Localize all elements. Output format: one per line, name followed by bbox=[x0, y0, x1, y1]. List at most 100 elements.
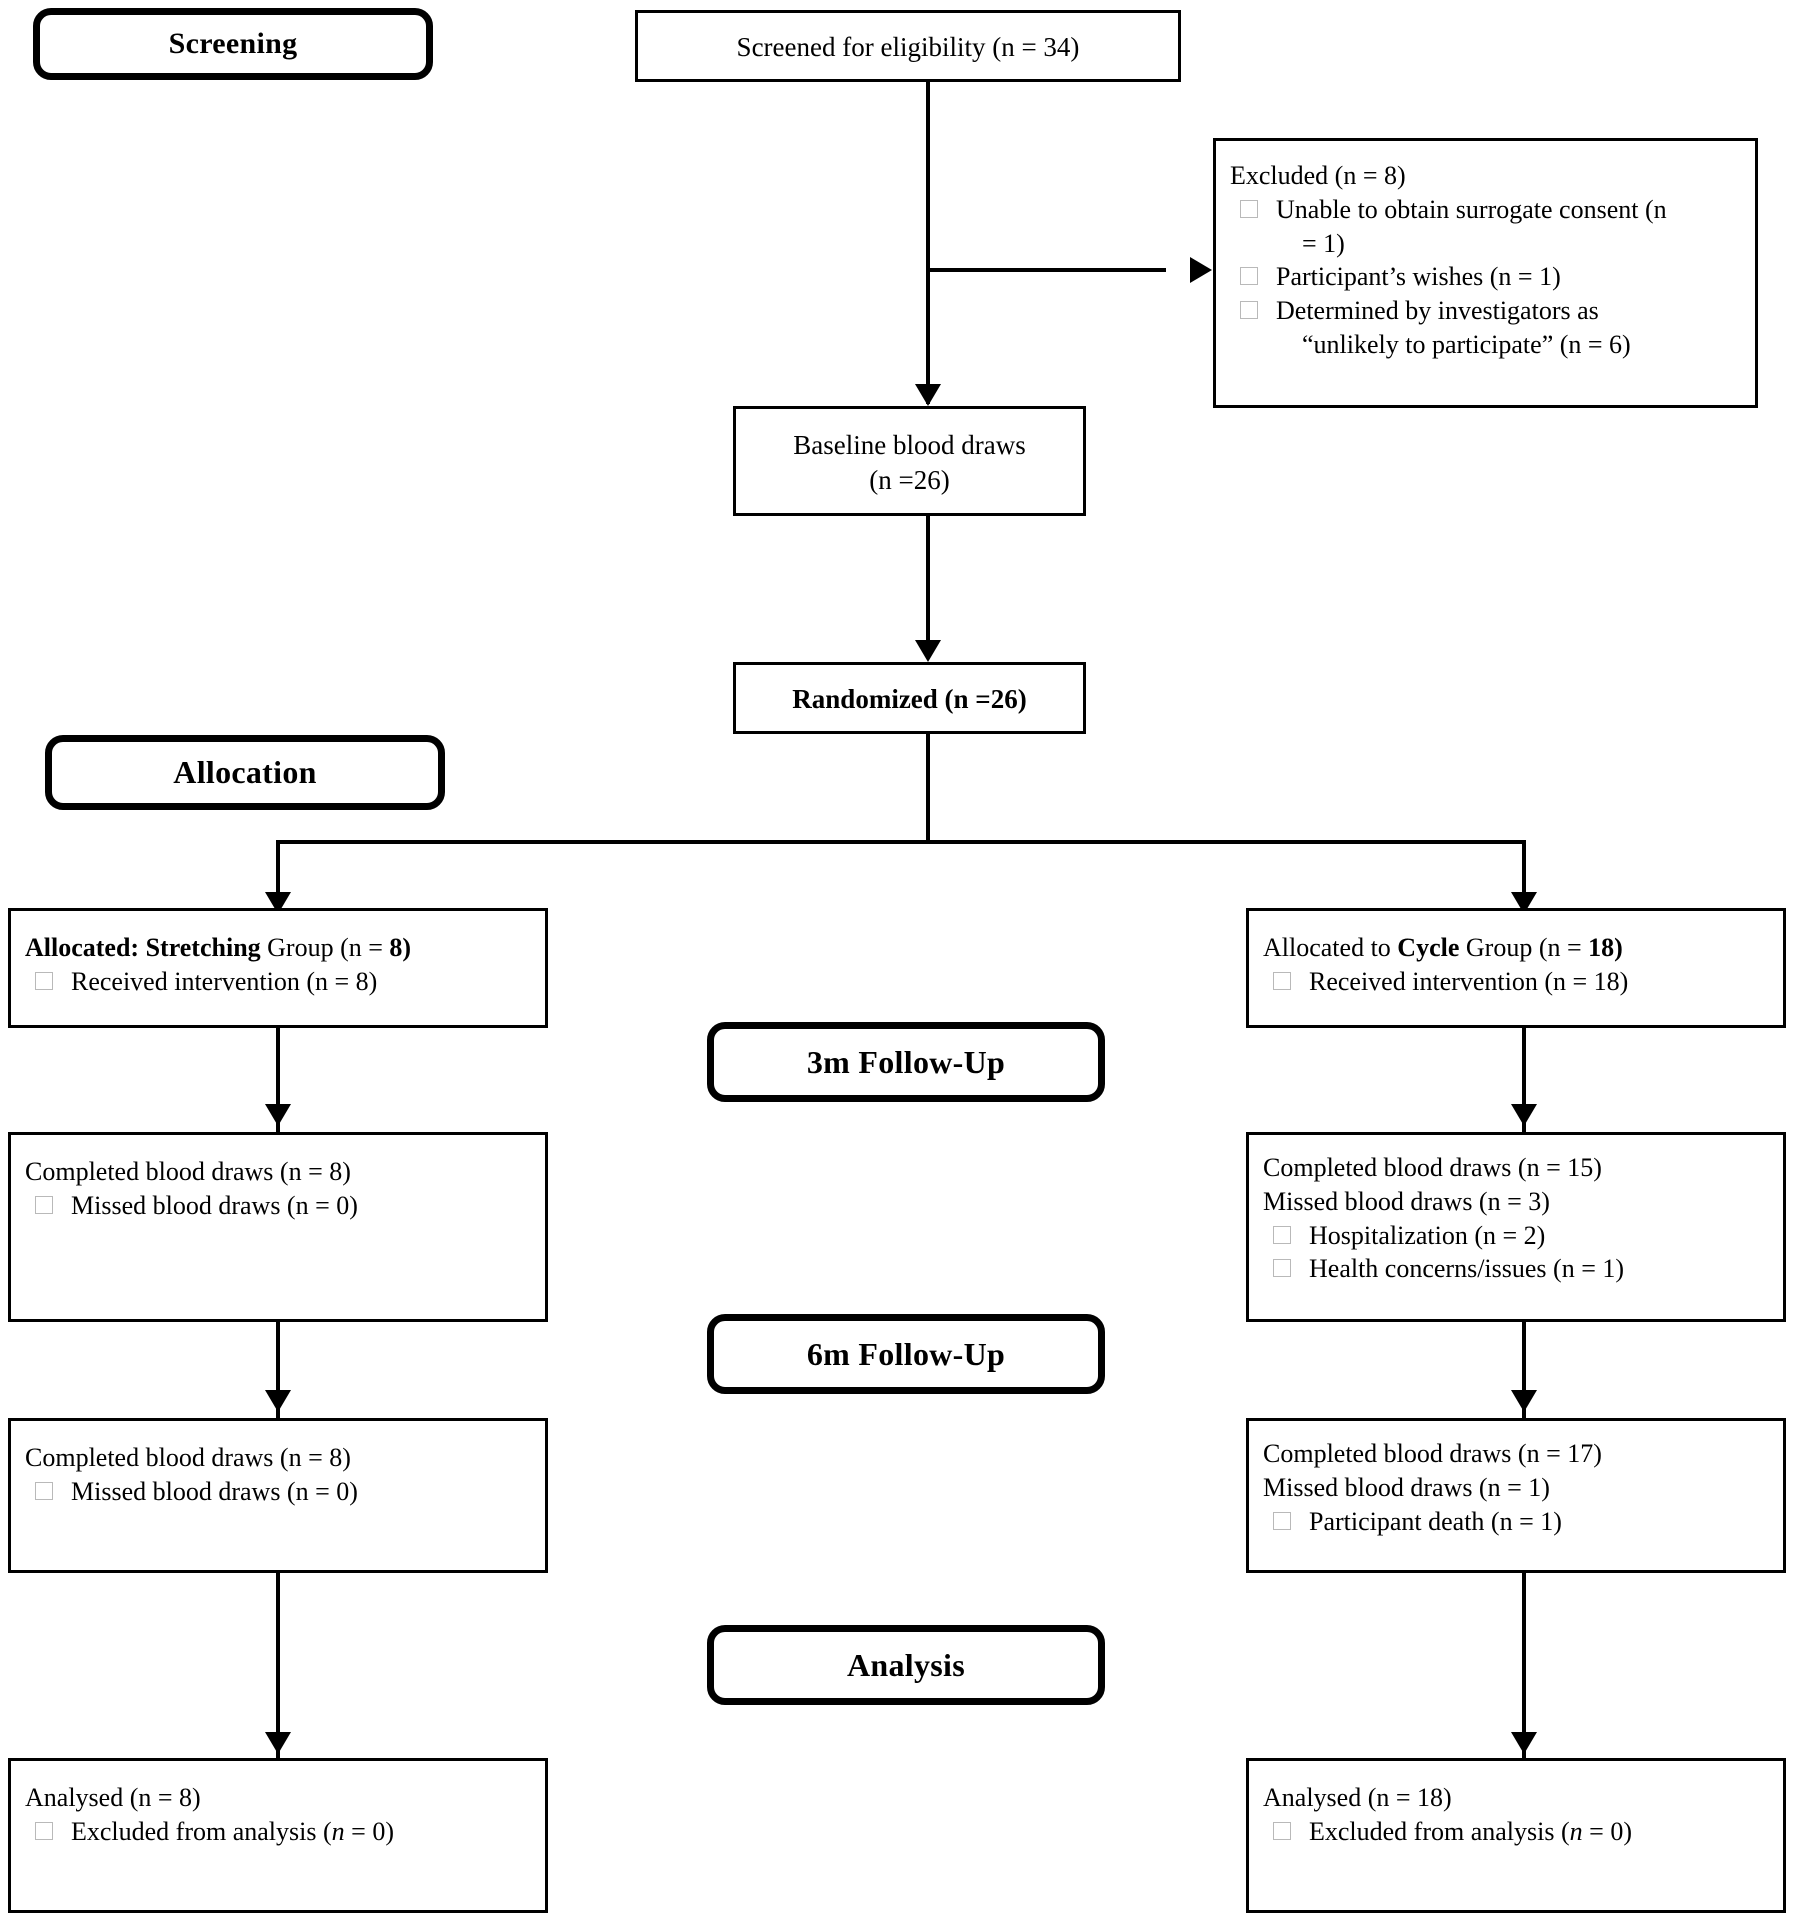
connector-cycle-alloc-to-3m bbox=[1522, 1028, 1526, 1136]
excluded-item: Determined by investigators as “unlikely… bbox=[1230, 294, 1745, 362]
cycle-analysed-bullet: Excluded from analysis (n = 0) bbox=[1263, 1815, 1773, 1849]
checkbox-square-icon bbox=[1273, 1511, 1291, 1530]
stretching-heading-close: ) bbox=[402, 933, 412, 962]
stage-label-analysis-text: Analysis bbox=[847, 1646, 965, 1683]
cycle-analysed-bullet-text: Excluded from analysis (n = 0) bbox=[1309, 1815, 1773, 1849]
box-screened-for-eligibility: Screened for eligibility (n = 34) bbox=[635, 10, 1181, 82]
arrowhead-stretching-analysis bbox=[265, 1732, 291, 1754]
stretching-6m-bullet: Missed blood draws (n = 0) bbox=[25, 1475, 535, 1509]
cycle-heading-n: 18 bbox=[1588, 933, 1615, 962]
excluded-item: Participant’s wishes (n = 1) bbox=[1230, 260, 1745, 294]
cycle-bullet: Received intervention (n = 18) bbox=[1263, 965, 1773, 999]
box-randomized: Randomized (n =26) bbox=[733, 662, 1086, 734]
box-cycle-3m: Completed blood draws (n = 15) Missed bl… bbox=[1246, 1132, 1786, 1322]
box-excluded: Excluded (n = 8) Unable to obtain surrog… bbox=[1213, 138, 1758, 408]
connector-cycle-6m-to-analysis bbox=[1522, 1573, 1526, 1763]
stretching-bullet-text: Received intervention (n = 8) bbox=[71, 966, 378, 996]
box-stretching-6m: Completed blood draws (n = 8) Missed blo… bbox=[8, 1418, 548, 1573]
stretching-bullet: Received intervention (n = 8) bbox=[25, 965, 535, 999]
arrowhead-cycle-6m bbox=[1511, 1390, 1537, 1412]
arrowhead-stretching-6m bbox=[265, 1390, 291, 1412]
cycle-analysed-post: = 0) bbox=[1582, 1816, 1632, 1846]
connector-stretching-alloc-to-3m bbox=[276, 1028, 280, 1136]
excluded-item-line: Participant’s wishes (n = 1) bbox=[1276, 262, 1561, 292]
stage-label-followup-3m-text: 3m Follow-Up bbox=[806, 1043, 1006, 1080]
cycle-bullet-text: Received intervention (n = 18) bbox=[1309, 966, 1629, 996]
cycle-heading-post: Group (n = bbox=[1459, 933, 1589, 962]
excluded-item-line: Determined by investigators as bbox=[1276, 296, 1599, 326]
baseline-line-1: Baseline blood draws bbox=[793, 429, 1026, 460]
cycle-heading-close: ) bbox=[1614, 933, 1623, 962]
stretching-3m-bullet-text: Missed blood draws (n = 0) bbox=[71, 1190, 358, 1220]
stretching-analysed-post: = 0) bbox=[344, 1816, 394, 1846]
checkbox-square-icon bbox=[1273, 1225, 1291, 1244]
connector-stretching-3m-to-6m bbox=[276, 1322, 280, 1422]
box-stretching-3m: Completed blood draws (n = 8) Missed blo… bbox=[8, 1132, 548, 1322]
arrowhead-cycle-3m bbox=[1511, 1104, 1537, 1126]
excluded-item-text: Unable to obtain surrogate consent (n = … bbox=[1276, 193, 1745, 261]
stretching-3m-line: Completed blood draws (n = 8) bbox=[25, 1157, 351, 1186]
stage-label-allocation: Allocation bbox=[45, 735, 445, 810]
arrowhead-baseline bbox=[915, 384, 941, 406]
screened-text: Screened for eligibility (n = 34) bbox=[736, 32, 1080, 63]
randomized-text: Randomized (n =26) bbox=[792, 684, 1027, 715]
excluded-item-cont: “unlikely to participate” (n = 6) bbox=[1302, 329, 1631, 359]
stretching-6m-bullet-text: Missed blood draws (n = 0) bbox=[71, 1476, 358, 1506]
stage-label-allocation-text: Allocation bbox=[173, 754, 317, 790]
checkbox-square-icon bbox=[1240, 199, 1258, 218]
checkbox-square-icon bbox=[1240, 267, 1258, 286]
cycle-3m-line: Missed blood draws (n = 3) bbox=[1263, 1186, 1550, 1216]
checkbox-square-icon bbox=[35, 1481, 53, 1500]
connector-split-right-down bbox=[1522, 840, 1526, 902]
excluded-item-text: Determined by investigators as “unlikely… bbox=[1276, 294, 1745, 362]
box-allocated-stretching: Allocated: Stretching Group (n = 8) Rece… bbox=[8, 908, 548, 1028]
cycle-analysed-heading: Analysed (n = 18) bbox=[1263, 1783, 1452, 1812]
cycle-6m-bullet: Participant death (n = 1) bbox=[1263, 1505, 1773, 1539]
stage-label-followup-3m: 3m Follow-Up bbox=[707, 1022, 1105, 1102]
cycle-3m-line: Completed blood draws (n = 15) bbox=[1263, 1153, 1602, 1182]
stretching-3m-bullet: Missed blood draws (n = 0) bbox=[25, 1189, 535, 1223]
box-cycle-6m: Completed blood draws (n = 17) Missed bl… bbox=[1246, 1418, 1786, 1573]
cycle-heading: Allocated to Cycle Group (n = 18) bbox=[1263, 931, 1773, 965]
connector-to-excluded bbox=[926, 268, 1166, 272]
stage-label-followup-6m: 6m Follow-Up bbox=[707, 1314, 1105, 1394]
cycle-3m-bullet-text: Health concerns/issues (n = 1) bbox=[1309, 1254, 1625, 1284]
connector-screened-to-baseline bbox=[926, 82, 930, 404]
arrowhead-cycle-analysis bbox=[1511, 1732, 1537, 1754]
checkbox-square-icon bbox=[1273, 1259, 1291, 1278]
stretching-analysed-pre: Excluded from analysis ( bbox=[71, 1816, 332, 1846]
excluded-item-cont: = 1) bbox=[1302, 228, 1345, 258]
stretching-analysed-italic-n: n bbox=[331, 1816, 345, 1846]
checkbox-square-icon bbox=[35, 971, 53, 990]
checkbox-square-icon bbox=[1240, 301, 1258, 320]
stage-label-screening-text: Screening bbox=[168, 27, 298, 60]
arrowhead-randomized bbox=[915, 640, 941, 662]
connector-cycle-3m-to-6m bbox=[1522, 1322, 1526, 1422]
stretching-analysed-heading: Analysed (n = 8) bbox=[25, 1783, 201, 1812]
cycle-6m-bullet-text: Participant death (n = 1) bbox=[1309, 1506, 1562, 1536]
stretching-analysed-bullet: Excluded from analysis (n = 0) bbox=[25, 1815, 535, 1849]
connector-randomized-down bbox=[926, 734, 930, 844]
connector-stretching-6m-to-analysis bbox=[276, 1573, 280, 1763]
cycle-analysed-italic-n: n bbox=[1569, 1816, 1583, 1846]
stage-label-analysis: Analysis bbox=[707, 1625, 1105, 1705]
excluded-item-text: Participant’s wishes (n = 1) bbox=[1276, 260, 1745, 294]
excluded-item-line: Unable to obtain surrogate consent (n bbox=[1276, 194, 1667, 224]
box-allocated-cycle: Allocated to Cycle Group (n = 18) Receiv… bbox=[1246, 908, 1786, 1028]
stretching-heading: Allocated: Stretching Group (n = 8) bbox=[25, 931, 535, 965]
checkbox-square-icon bbox=[1273, 971, 1291, 990]
arrowhead-stretching-3m bbox=[265, 1104, 291, 1126]
stretching-analysed-bullet-text: Excluded from analysis (n = 0) bbox=[71, 1815, 535, 1849]
cycle-6m-line: Completed blood draws (n = 17) bbox=[1263, 1439, 1602, 1468]
excluded-heading: Excluded (n = 8) bbox=[1230, 161, 1406, 190]
connector-baseline-to-randomized bbox=[926, 516, 930, 649]
stretching-heading-post: Group (n = bbox=[260, 933, 390, 962]
excluded-item: Unable to obtain surrogate consent (n = … bbox=[1230, 193, 1745, 261]
connector-allocation-split-bar bbox=[276, 840, 1526, 844]
baseline-line-2: (n =26) bbox=[869, 465, 950, 495]
box-baseline-blood-draws: Baseline blood draws (n =26) bbox=[733, 406, 1086, 516]
cycle-3m-bullet: Health concerns/issues (n = 1) bbox=[1263, 1252, 1773, 1286]
box-analysed-stretching: Analysed (n = 8) Excluded from analysis … bbox=[8, 1758, 548, 1913]
arrowhead-excluded bbox=[1190, 257, 1212, 283]
